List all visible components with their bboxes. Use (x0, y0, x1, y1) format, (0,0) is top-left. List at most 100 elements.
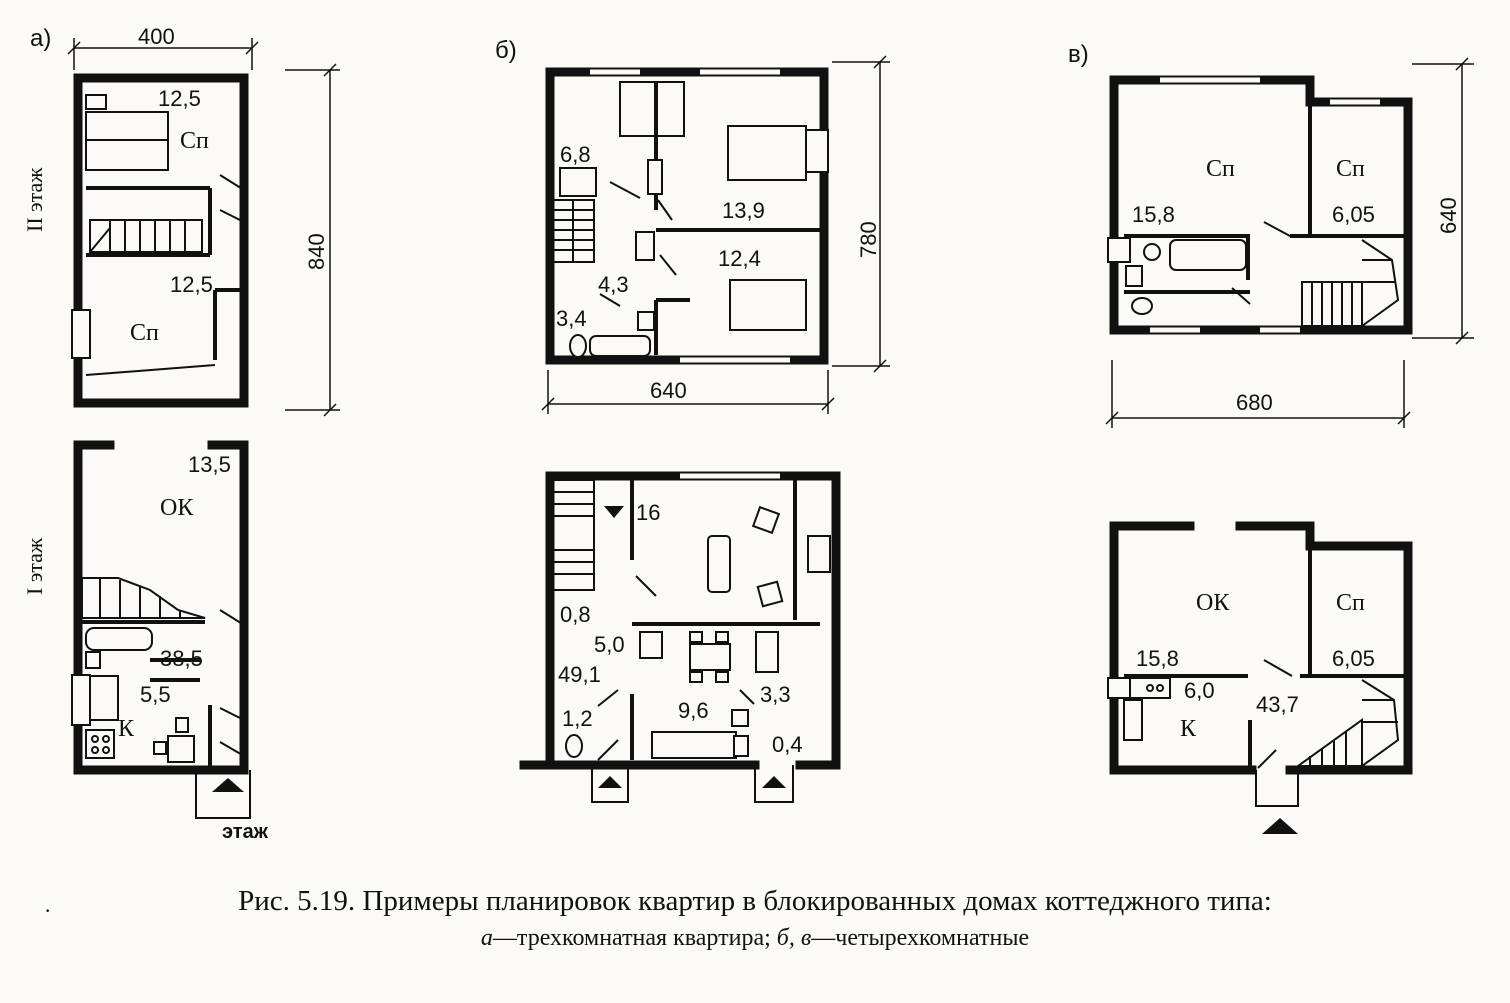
chair (689, 671, 703, 683)
door (597, 689, 619, 707)
bed (727, 125, 807, 181)
room-v-l-6: 43,7 (1256, 692, 1299, 717)
cabinet (89, 675, 119, 721)
chimney (71, 674, 91, 726)
room-a-l-2: ОК (160, 495, 194, 521)
caption-variant-a-text: —трехкомнатная квартира; (492, 925, 777, 951)
door (219, 741, 245, 757)
bathtub (1169, 239, 1247, 271)
dim-tick (323, 403, 337, 417)
chair (153, 741, 167, 755)
room-v-l-5: 6,0 (1184, 678, 1215, 703)
entrance-arrow-icon (598, 776, 622, 788)
panel-v-label: в) (1068, 41, 1089, 68)
furniture-line (85, 364, 216, 376)
armchair (756, 580, 784, 608)
stair-v-upper (1301, 239, 1400, 327)
panel-v: в) Сп Сп 15,8 6,05 (1068, 41, 1474, 834)
room-a-u-4: Сп (130, 320, 159, 346)
stove (85, 729, 115, 759)
room-v-l-1: ОК (1196, 590, 1230, 616)
door (1263, 221, 1291, 237)
porch (195, 770, 251, 819)
caption-variant-a: а (480, 925, 493, 951)
dim-tick (323, 63, 337, 77)
dim-v-width: 680 (1236, 390, 1273, 415)
dim-b-height: 780 (856, 221, 881, 258)
burner (91, 746, 99, 754)
room-a-l-4: 5,5 (140, 682, 171, 707)
dim-b-width: 640 (650, 378, 687, 403)
porch (591, 765, 629, 803)
bed (729, 279, 807, 331)
room-b-l-7: 1,2 (562, 706, 593, 731)
door (599, 293, 621, 307)
stair-v-lower (1294, 679, 1400, 767)
nightstand (85, 94, 107, 110)
toilet (1131, 297, 1153, 315)
toilet (569, 334, 587, 358)
dim-tick (873, 359, 887, 373)
room-v-u-3: 15,8 (1132, 202, 1175, 227)
desk (559, 167, 597, 197)
caption-variant-bv-text: —четырехкомнатные (811, 925, 1030, 951)
chimney (71, 309, 91, 359)
door (219, 707, 245, 721)
closet (635, 231, 655, 261)
plan-a-lower-outline (73, 440, 249, 775)
sink (85, 651, 101, 669)
figure-caption-legend: а—трехкомнатная квартира; б, в—четырехко… (0, 925, 1510, 952)
entrance-arrow-icon (762, 776, 786, 788)
dim-tick (67, 41, 81, 55)
stove (733, 735, 749, 757)
room-a-l-3: 38,5 (160, 646, 203, 671)
chimney (1107, 677, 1131, 699)
chair (689, 631, 703, 643)
door (657, 199, 673, 221)
dining-table (689, 643, 731, 671)
room-b-u-2: 13,9 (722, 198, 765, 223)
armchair (751, 505, 781, 535)
wardrobe (619, 81, 685, 137)
figure-caption: Рис. 5.19. Примеры планировок квартир в … (238, 885, 1272, 917)
chimney (805, 129, 829, 173)
room-a-l-5: К (118, 716, 135, 742)
chimney (807, 535, 831, 573)
room-b-l-8: 0,4 (772, 732, 803, 757)
room-b-u-3: 12,4 (718, 246, 761, 271)
dim-tick (245, 41, 259, 55)
room-b-l-6: 3,3 (760, 682, 791, 707)
room-b-l-5: 9,6 (678, 698, 709, 723)
room-v-l-2: Сп (1336, 590, 1365, 616)
stove (1129, 677, 1171, 699)
door (219, 174, 245, 191)
burner (1146, 684, 1154, 692)
table (167, 735, 195, 763)
dim-tick (873, 55, 887, 69)
floor-label-lower: I этаж (22, 537, 47, 595)
cabinet (755, 631, 779, 673)
door (597, 739, 619, 761)
door (739, 689, 755, 705)
cabinet (1123, 699, 1143, 741)
stair-b-lower (551, 479, 595, 591)
burner (91, 735, 99, 743)
room-b-l-4: 49,1 (558, 662, 601, 687)
porch (754, 765, 794, 803)
dim-tick (821, 397, 835, 411)
room-v-u-1: Сп (1206, 156, 1235, 182)
toilet (565, 734, 583, 758)
room-v-l-7: К (1180, 716, 1197, 742)
chair (715, 631, 729, 643)
stair-b-upper (551, 199, 595, 263)
bottom-note: этаж (222, 821, 269, 843)
floor-label-upper: II этаж (22, 167, 47, 232)
porch (1255, 770, 1299, 807)
dim-tick (1397, 411, 1411, 425)
plan-v-lower-outline (1109, 521, 1257, 775)
dim-a-width: 400 (138, 24, 175, 49)
burner (102, 735, 110, 743)
dim-tick (1455, 57, 1469, 71)
panel-a: а) 400 840 II этаж I этаж (22, 24, 340, 843)
wall-segment (1235, 521, 1413, 775)
